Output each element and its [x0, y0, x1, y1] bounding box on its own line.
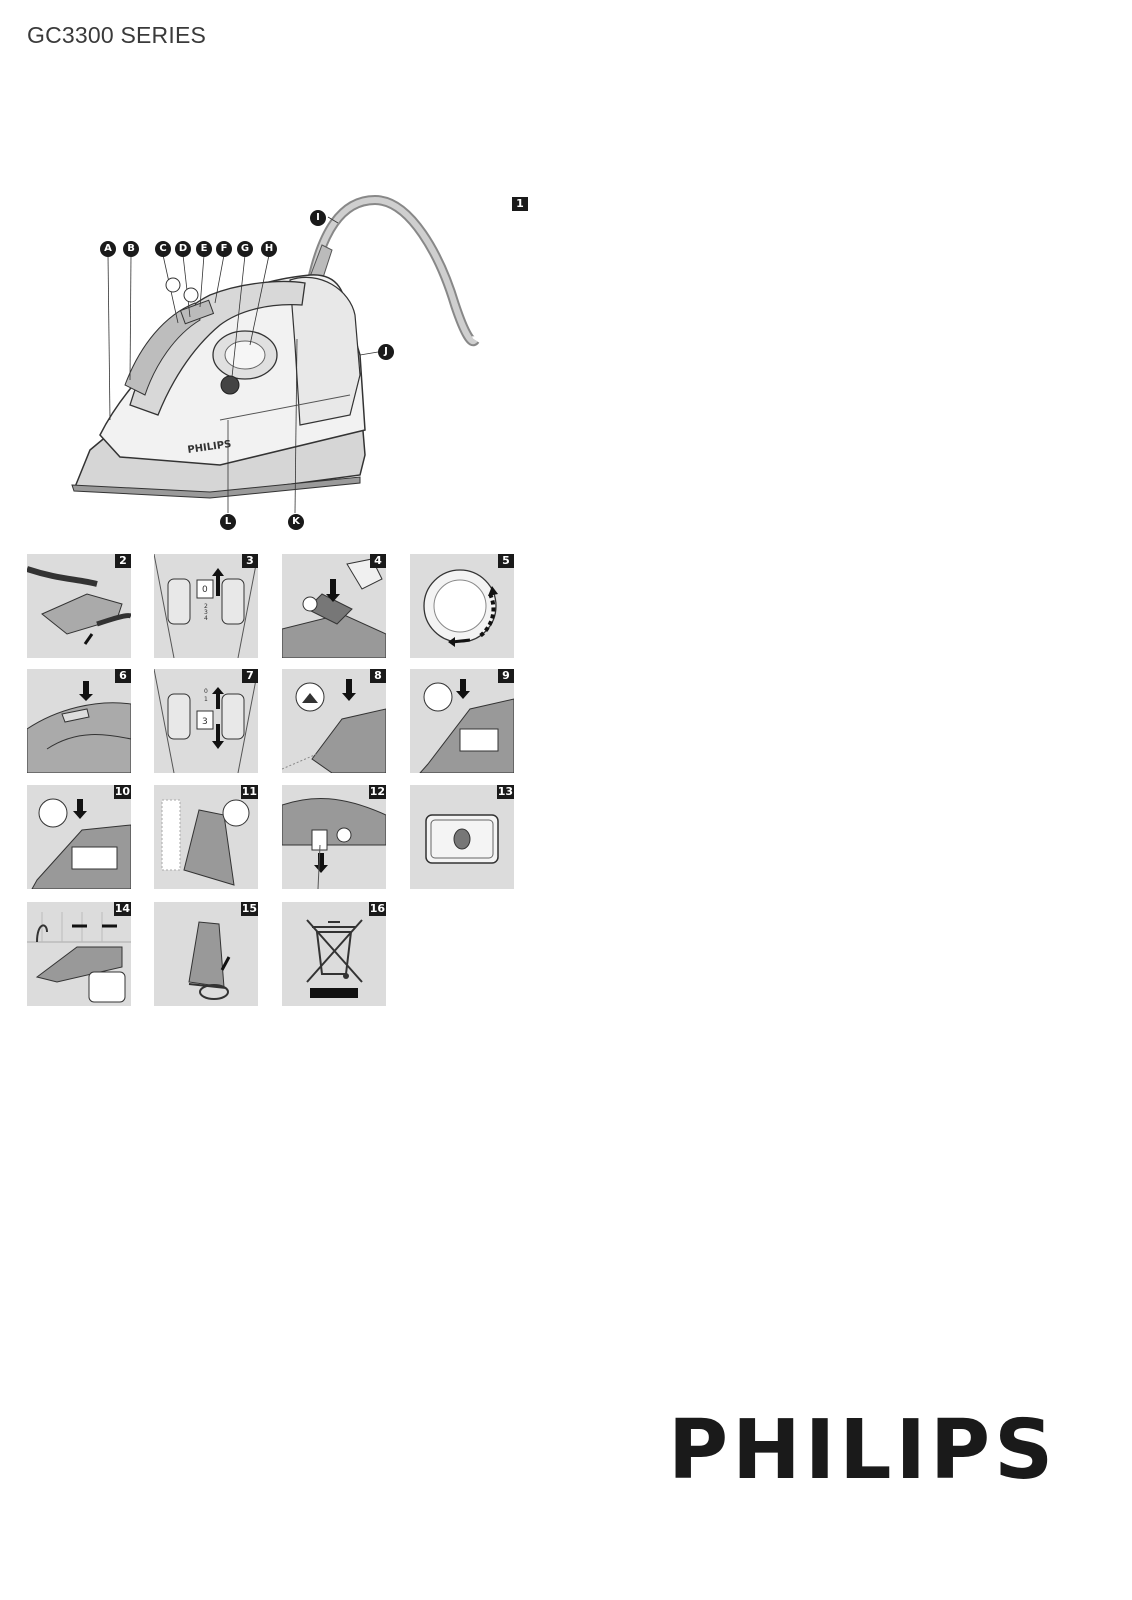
step-panel-13: 13 [410, 785, 514, 889]
step-panel-7: 0 1 3 7 [154, 669, 258, 773]
step-panel-5: 5 [410, 554, 514, 658]
step-number-16: 16 [368, 902, 386, 916]
step-panel-2: 2 [27, 554, 131, 658]
part-label-h: H [261, 241, 277, 257]
step-number-10: 10 [113, 785, 131, 799]
step-panel-15: 15 [154, 902, 258, 1006]
step-number-4: 4 [370, 554, 386, 568]
steam-dial-illustration: 2 3 4 0 [154, 554, 258, 658]
part-label-f: F [216, 241, 232, 257]
steam-setting-illustration: 0 1 3 [154, 669, 258, 773]
part-label-e: E [196, 241, 212, 257]
step-number-12: 12 [368, 785, 386, 799]
step-panel-8: 8 [282, 669, 386, 773]
step-number-2: 2 [115, 554, 131, 568]
calc-clean-button-illustration [425, 814, 499, 864]
steam-burst-illustration [31, 798, 131, 889]
step-number-13: 13 [496, 785, 514, 799]
part-label-c: C [155, 241, 171, 257]
philips-logo: PHILIPS [668, 1403, 1058, 1498]
step-panel-4: 4 [282, 554, 386, 658]
step-panel-11: 11 [154, 785, 258, 889]
step-panel-12: 12 [282, 785, 386, 889]
light-indicator-illustration [27, 681, 131, 773]
step-number-15: 15 [240, 902, 258, 916]
fill-water-illustration [282, 558, 386, 658]
part-label-g: G [237, 241, 253, 257]
dial-value-0: 0 [202, 585, 208, 595]
step-panel-3: 2 3 4 0 3 [154, 554, 258, 658]
empty-tank-illustration [282, 798, 386, 889]
steam-shot-illustration [419, 679, 514, 773]
step-panel-10: 10 [27, 785, 131, 889]
step-number-7: 7 [242, 669, 258, 683]
dial-value-2: 2 [204, 603, 208, 610]
step-number-11: 11 [240, 785, 258, 799]
step-number-8: 8 [370, 669, 386, 683]
unplug-illustration [27, 566, 131, 645]
part-label-d: D [175, 241, 191, 257]
part-label-j: J [378, 344, 394, 360]
iron-illustration: PHILIPS [71, 195, 480, 514]
step-panel-14: 14 [27, 902, 131, 1006]
recycle-bin-icon [306, 919, 363, 998]
step-number-3: 3 [242, 554, 258, 568]
series-title: GC3300 SERIES [27, 22, 207, 48]
dial-value-3: 3 [202, 717, 208, 727]
spray-illustration [282, 679, 386, 773]
step-number-5: 5 [498, 554, 514, 568]
part-label-a: A [100, 241, 116, 257]
step-number-6: 6 [115, 669, 131, 683]
vertical-steam-illustration [161, 799, 250, 886]
part-label-k: K [288, 514, 304, 530]
step-panel-9: 9 [410, 669, 514, 773]
calc-clean-sink-illustration [27, 912, 131, 1003]
storage-illustration [188, 921, 231, 1000]
dial-value-4: 4 [204, 615, 208, 622]
step-number-14: 14 [113, 902, 131, 916]
dial-value-0: 0 [204, 688, 208, 695]
part-label-b: B [123, 241, 139, 257]
dial-value-1: 1 [204, 696, 208, 703]
step-panel-16: 16 [282, 902, 386, 1006]
figure-number-1: 1 [512, 197, 528, 211]
dial-value-3: 3 [204, 609, 208, 616]
step-number-9: 9 [498, 669, 514, 683]
part-label-i: I [310, 210, 326, 226]
part-label-l: L [220, 514, 236, 530]
temperature-dial-illustration [423, 569, 498, 647]
step-panel-6: 6 [27, 669, 131, 773]
